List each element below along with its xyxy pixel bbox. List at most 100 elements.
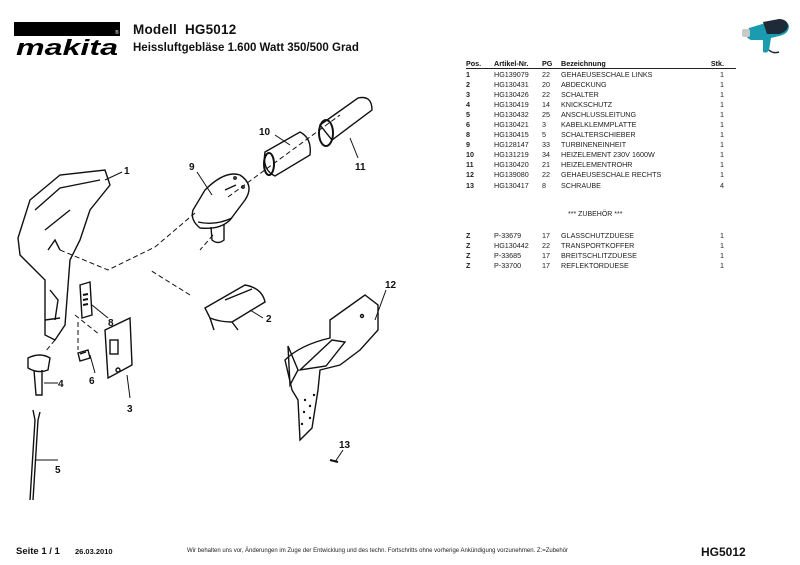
callout-2: 2 xyxy=(266,314,272,325)
callout-3: 3 xyxy=(127,404,133,415)
row-article: HG131219 xyxy=(494,150,529,160)
row-description: TURBINENEINHEIT xyxy=(561,140,627,150)
col-description: Bezeichnung xyxy=(561,59,704,69)
row-pg: 20 xyxy=(542,79,550,89)
row-article: HG130420 xyxy=(494,160,529,170)
table-row: 8 HG130415 5 SCHALTERSCHIEBER 1 xyxy=(466,130,736,140)
row-pg: 22 xyxy=(542,89,550,99)
row-article: P-33679 xyxy=(494,230,522,240)
row-article: HG130432 xyxy=(494,109,529,119)
row-pg: 17 xyxy=(542,260,550,270)
row-qty: 4 xyxy=(720,180,724,190)
svg-text:®: ® xyxy=(115,29,119,36)
row-qty: 1 xyxy=(720,79,724,89)
row-pos: 10 xyxy=(466,150,474,160)
row-pos: 5 xyxy=(466,109,470,119)
callout-13: 13 xyxy=(339,440,351,451)
part-13-screw xyxy=(329,459,339,463)
row-description: REFLEKTORDUESE xyxy=(561,260,629,270)
row-pg: 34 xyxy=(542,150,550,160)
row-pos: 2 xyxy=(466,79,470,89)
row-qty: 1 xyxy=(720,130,724,140)
parts-table-header: Pos. Artikel-Nr. PG Bezeichnung Stk. xyxy=(466,59,736,69)
row-qty: 1 xyxy=(720,99,724,109)
row-qty: 1 xyxy=(720,109,724,119)
part-9-turbine-unit xyxy=(191,173,250,244)
callout-1: 1 xyxy=(124,166,130,177)
callout-12: 12 xyxy=(385,280,397,291)
heat-gun-photo xyxy=(742,19,789,54)
row-pos: 12 xyxy=(466,170,474,180)
document-date: 26.03.2010 xyxy=(75,547,113,556)
row-pos: 4 xyxy=(466,99,470,109)
row-article: HG139079 xyxy=(494,69,529,79)
row-qty: 1 xyxy=(720,150,724,160)
row-article: HG130426 xyxy=(494,89,529,99)
row-article: HG130415 xyxy=(494,130,529,140)
row-description: SCHALTERSCHIEBER xyxy=(561,130,636,140)
col-pos: Pos. xyxy=(466,59,494,69)
row-article: HG130442 xyxy=(494,240,529,250)
row-description: GLASSCHUTZDUESE xyxy=(561,230,635,240)
row-article: HG130419 xyxy=(494,99,529,109)
part-1-left-housing xyxy=(17,169,111,341)
row-qty: 1 xyxy=(720,120,724,130)
row-pg: 14 xyxy=(542,99,550,109)
part-11-heating-tube xyxy=(318,96,373,147)
row-description: SCHALTER xyxy=(561,89,599,99)
row-pg: 17 xyxy=(542,250,550,260)
row-pg: 22 xyxy=(542,69,550,79)
row-qty: 1 xyxy=(720,240,724,250)
part-8-switch-slider xyxy=(79,281,93,319)
row-article: HG130421 xyxy=(494,120,529,130)
col-qty: Stk. xyxy=(704,59,736,69)
row-description: ANSCHLUSSLEITUNG xyxy=(561,109,637,119)
callout-6: 6 xyxy=(89,376,95,387)
disclaimer-note: Wir behalten uns vor, Änderungen im Zuge… xyxy=(187,548,569,554)
part-5-cable xyxy=(29,409,41,501)
model-number: HG5012 xyxy=(184,22,237,37)
row-pg: 5 xyxy=(542,130,546,140)
row-pg: 22 xyxy=(542,170,550,180)
part-10-heating-element xyxy=(263,131,311,177)
row-description: SCHRAUBE xyxy=(561,180,601,190)
row-pos: Z xyxy=(466,230,471,240)
col-pg: PG xyxy=(542,59,561,69)
row-description: BREITSCHLITZDUESE xyxy=(561,250,637,260)
footer-model-number: HG5012 xyxy=(701,545,746,559)
row-article: HG128147 xyxy=(494,140,529,150)
row-article: HG130417 xyxy=(494,180,529,190)
part-12-right-housing xyxy=(284,294,379,442)
accessories-title: *** ZUBEHÖR *** xyxy=(568,211,623,218)
row-description: KABELKLEMMPLATTE xyxy=(561,120,637,130)
exploded-parts-diagram: 1 2 3 4 5 6 8 9 10 11 12 13 xyxy=(17,96,397,501)
row-pos: 13 xyxy=(466,180,474,190)
row-description: GEHAEUSESCHALE LINKS xyxy=(561,69,653,79)
row-pos: Z xyxy=(466,260,471,270)
row-pos: 8 xyxy=(466,130,470,140)
row-description: ABDECKUNG xyxy=(561,79,607,89)
row-qty: 1 xyxy=(720,160,724,170)
row-pg: 21 xyxy=(542,160,550,170)
row-pos: 9 xyxy=(466,140,470,150)
callout-11: 11 xyxy=(355,162,366,173)
callout-4: 4 xyxy=(58,379,64,390)
callout-8: 8 xyxy=(108,318,114,329)
row-pos: 6 xyxy=(466,120,470,130)
row-pos: 1 xyxy=(466,69,470,79)
row-pg: 17 xyxy=(542,230,550,240)
svg-text:makita: makita xyxy=(16,35,118,58)
part-4-strain-relief xyxy=(27,354,51,396)
